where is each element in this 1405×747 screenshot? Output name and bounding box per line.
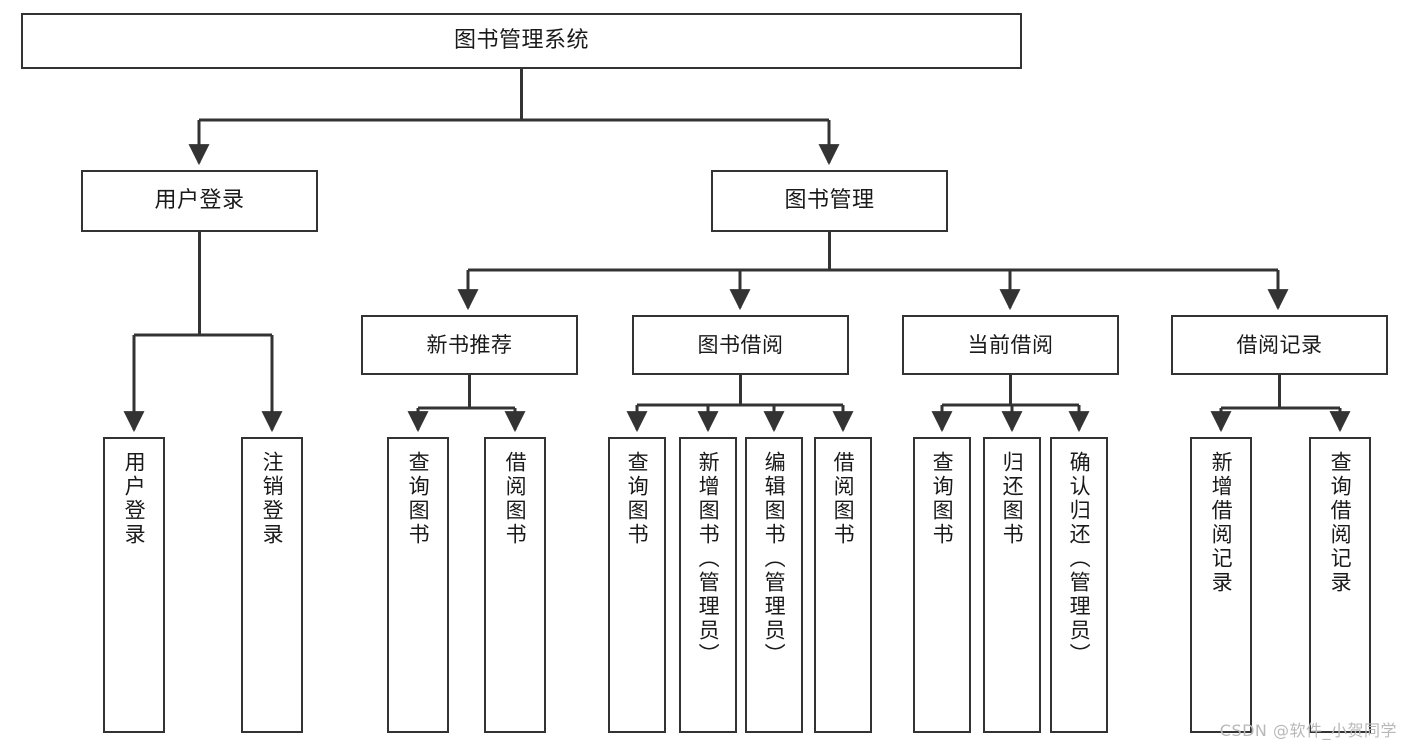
node-root-label: 图书管理系统 — [453, 28, 589, 54]
leaf-return-book[interactable]: 归还图书 — [983, 437, 1041, 733]
leaf-logout[interactable]: 注销登录 — [241, 437, 303, 733]
leaf-user-login-label: 用户登录 — [122, 451, 147, 547]
leaf-add-borrow-record[interactable]: 新增借阅记录 — [1190, 437, 1252, 733]
leaf-user-login[interactable]: 用户登录 — [103, 437, 165, 733]
node-root[interactable]: 图书管理系统 — [21, 13, 1022, 69]
leaf-add-book-admin-label: 新增图书（管理员） — [696, 451, 721, 667]
node-current-borrow[interactable]: 当前借阅 — [902, 315, 1119, 375]
leaf-query-book-recommend[interactable]: 查询图书 — [387, 437, 449, 733]
leaf-borrow-book-recommend-label: 借阅图书 — [503, 451, 528, 547]
node-book-management[interactable]: 图书管理 — [711, 170, 948, 232]
leaf-borrow-book[interactable]: 借阅图书 — [814, 437, 872, 733]
leaf-query-book-current-label: 查询图书 — [930, 451, 955, 547]
watermark-text: CSDN @软件_小贺同学 — [1219, 721, 1397, 740]
leaf-add-borrow-record-label: 新增借阅记录 — [1209, 451, 1234, 595]
leaf-add-book-admin[interactable]: 新增图书（管理员） — [679, 437, 737, 733]
leaf-query-book-current[interactable]: 查询图书 — [913, 437, 971, 733]
leaf-confirm-return-admin-label: 确认归还（管理员） — [1067, 451, 1092, 667]
leaf-query-borrow-record[interactable]: 查询借阅记录 — [1309, 437, 1371, 733]
node-user-login[interactable]: 用户登录 — [81, 170, 318, 232]
leaf-edit-book-admin[interactable]: 编辑图书（管理员） — [745, 437, 803, 733]
leaf-query-book-recommend-label: 查询图书 — [406, 451, 431, 547]
leaf-logout-label: 注销登录 — [260, 451, 285, 547]
leaf-query-borrow-record-label: 查询借阅记录 — [1328, 451, 1353, 595]
node-current-borrow-label: 当前借阅 — [967, 332, 1054, 357]
node-book-borrow-label: 图书借阅 — [697, 332, 784, 357]
leaf-query-book-borrow[interactable]: 查询图书 — [608, 437, 666, 733]
leaf-return-book-label: 归还图书 — [1000, 451, 1025, 547]
node-borrow-record-label: 借阅记录 — [1236, 332, 1323, 357]
node-new-book-recommend-label: 新书推荐 — [426, 332, 513, 357]
node-user-login-label: 用户登录 — [154, 188, 245, 214]
leaf-query-book-borrow-label: 查询图书 — [625, 451, 650, 547]
node-borrow-record[interactable]: 借阅记录 — [1171, 315, 1388, 375]
node-book-borrow[interactable]: 图书借阅 — [632, 315, 849, 375]
leaf-borrow-book-label: 借阅图书 — [831, 451, 856, 547]
leaf-edit-book-admin-label: 编辑图书（管理员） — [762, 451, 787, 667]
node-new-book-recommend[interactable]: 新书推荐 — [361, 315, 578, 375]
leaf-borrow-book-recommend[interactable]: 借阅图书 — [484, 437, 546, 733]
node-book-management-label: 图书管理 — [784, 188, 875, 214]
leaf-confirm-return-admin[interactable]: 确认归还（管理员） — [1050, 437, 1108, 733]
